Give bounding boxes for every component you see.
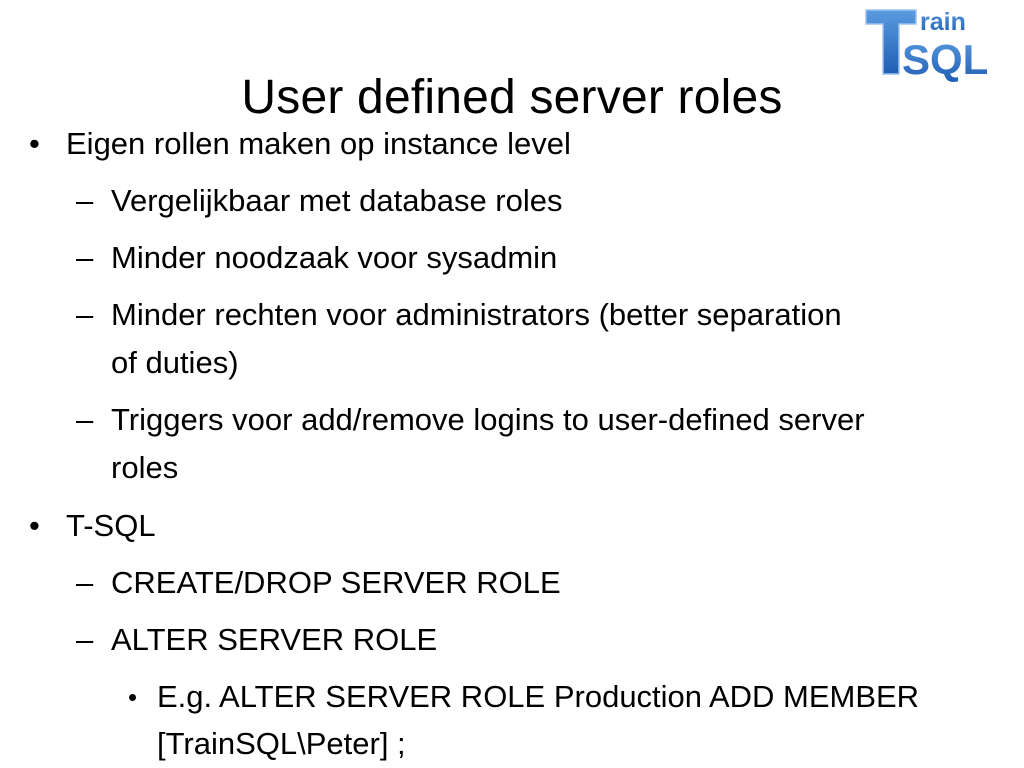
list-item-text: [TrainSQL\Peter] ; — [157, 726, 406, 761]
logo-rain-text: rain — [920, 8, 966, 36]
dash-marker: – — [76, 183, 94, 218]
list-item-text: Triggers voor add/remove logins to user-… — [111, 402, 865, 437]
bullet-marker: • — [29, 126, 40, 161]
dash-marker: – — [76, 240, 94, 275]
list-item-text: ALTER SERVER ROLE — [111, 622, 438, 657]
slide-title: User defined server roles — [241, 71, 783, 124]
list-item-text: roles — [111, 450, 179, 485]
trainsql-logo-graphic: rain SQL — [865, 8, 988, 82]
list-item-text: CREATE/DROP SERVER ROLE — [111, 565, 561, 600]
bullet-marker: • — [128, 682, 138, 712]
list-item-text: E.g. ALTER SERVER ROLE Production ADD ME… — [157, 679, 920, 714]
trainsql-logo: rain SQL — [862, 4, 992, 82]
dash-marker: – — [76, 402, 94, 437]
dash-marker: – — [76, 565, 94, 600]
list-item-text: Minder rechten voor administrators (bett… — [111, 297, 842, 332]
bullet-marker: • — [29, 508, 40, 543]
list-item-text: Minder noodzaak voor sysadmin — [111, 240, 558, 275]
list-item-text: Eigen rollen maken op instance level — [66, 126, 571, 161]
list-item-text: T-SQL — [66, 508, 156, 543]
logo-sql-text: SQL — [902, 36, 988, 82]
list-item-text: Vergelijkbaar met database roles — [111, 183, 563, 218]
dash-marker: – — [76, 622, 94, 657]
dash-marker: – — [76, 297, 94, 332]
list-item-text: of duties) — [111, 345, 239, 380]
